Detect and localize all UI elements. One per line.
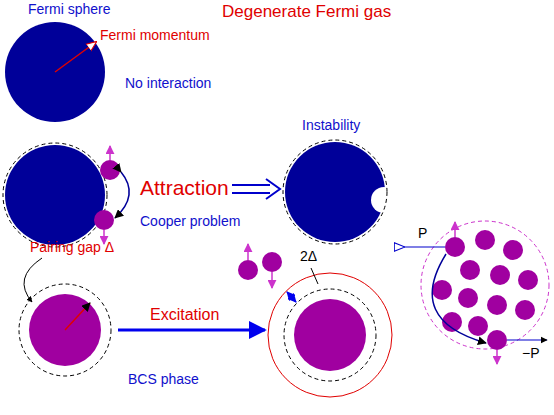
spin-arrow <box>454 222 456 237</box>
attraction-label: Attraction <box>140 176 229 199</box>
note-label: No interaction <box>125 76 211 91</box>
momentum-label: −P <box>522 346 540 361</box>
title: Degenerate Fermi gas <box>222 3 391 22</box>
gap-leader <box>311 268 318 284</box>
unstable-sphere <box>285 142 385 242</box>
excitation-surface <box>268 273 392 397</box>
particle <box>100 160 120 180</box>
gap-surface <box>284 289 376 381</box>
excitation-arrow <box>118 329 265 332</box>
gap-label: Pairing gap Δ <box>30 240 114 255</box>
spin-arrow <box>496 350 498 364</box>
bcs-condensate <box>29 294 101 366</box>
pair-link <box>432 254 486 343</box>
pair-region <box>421 221 549 349</box>
momentum-arrow <box>507 339 547 340</box>
pair-particles <box>432 230 538 350</box>
instability-label: Instability <box>302 118 360 133</box>
particle <box>262 252 282 272</box>
bcs-condensate <box>294 299 366 371</box>
gap-arrow <box>287 292 296 302</box>
sphere-label: Fermi sphere <box>28 2 110 17</box>
interaction-arrow <box>115 172 129 218</box>
excitation-label: Excitation <box>150 306 219 324</box>
momentum-arrow <box>404 246 445 247</box>
particle <box>94 210 114 230</box>
particle <box>238 260 258 280</box>
fermi-surface <box>283 140 387 244</box>
spin-arrow <box>109 146 111 160</box>
gap-surface <box>19 284 111 376</box>
momentum-arrow <box>55 42 96 72</box>
gap-leader <box>24 258 42 302</box>
momentum-label: Fermi momentum <box>100 28 210 43</box>
fermi-surface <box>3 143 107 247</box>
momentum-arrow <box>65 303 90 330</box>
spin-arrow <box>271 272 273 288</box>
phase-label: BCS phase <box>128 372 199 387</box>
fermi-sphere <box>5 22 105 122</box>
fermi-sphere <box>5 145 105 245</box>
momentum-label: P <box>418 226 427 241</box>
spin-arrow <box>247 244 249 260</box>
problem-label: Cooper problem <box>140 214 240 229</box>
implies-arrow <box>232 179 280 199</box>
gap-value: 2Δ <box>300 249 317 264</box>
